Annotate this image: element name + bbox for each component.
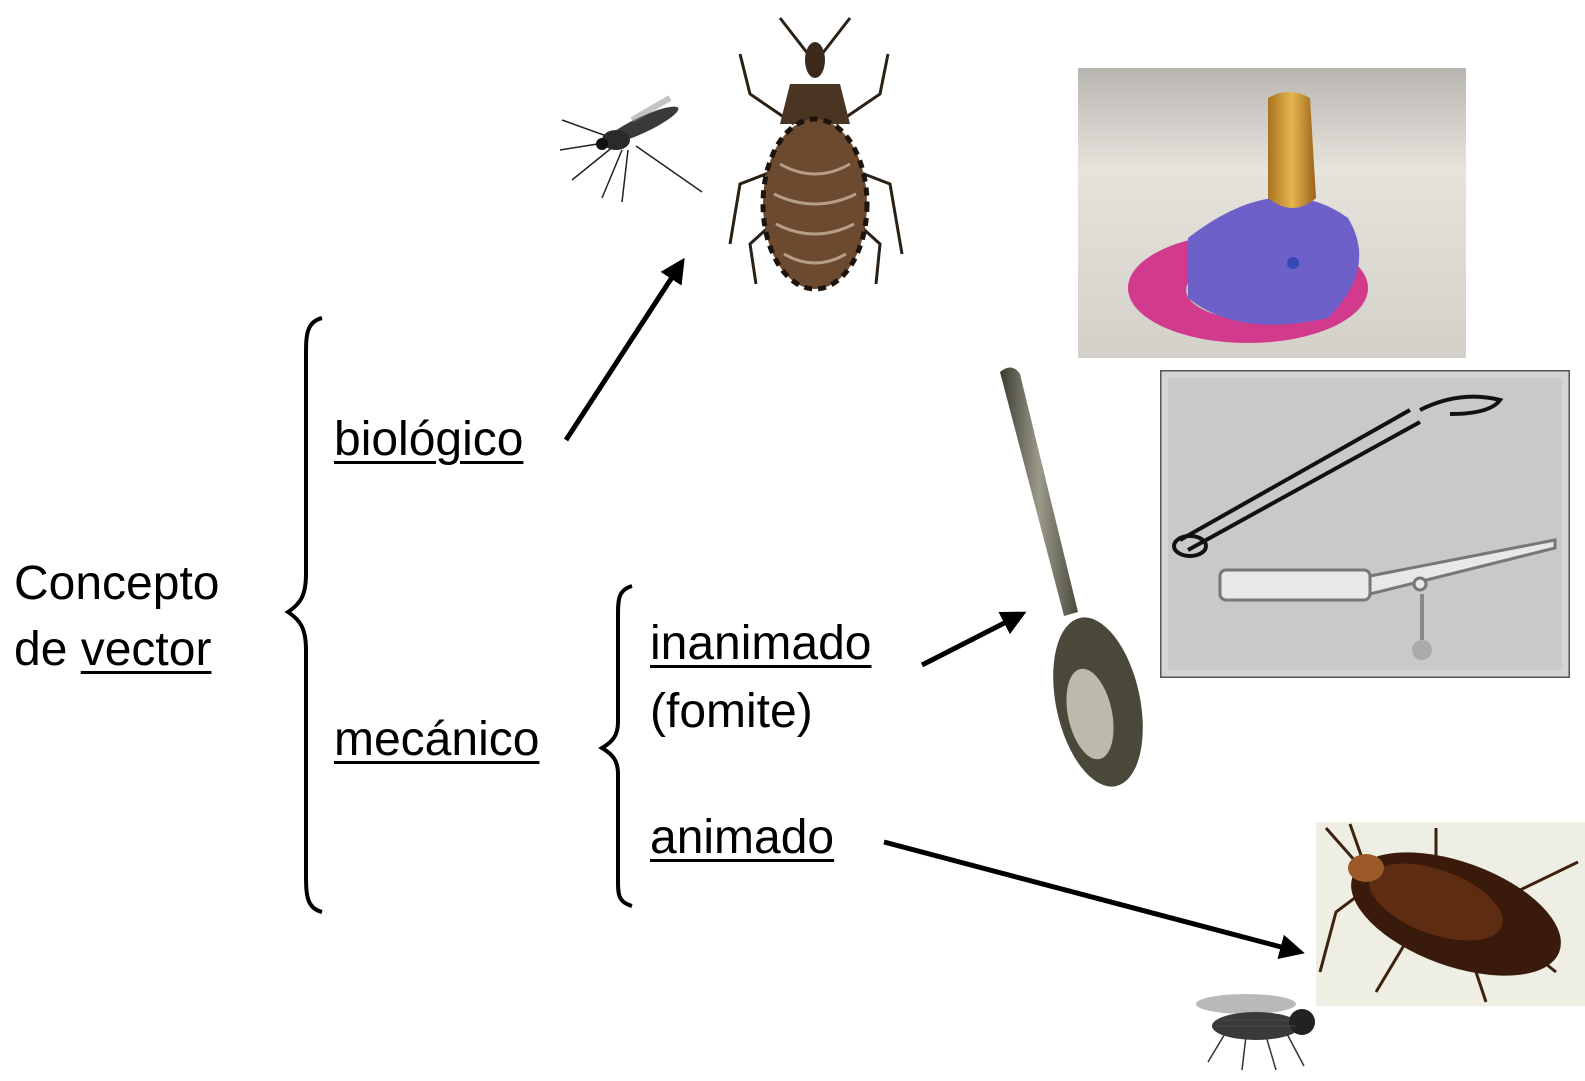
mosquito-image — [552, 80, 712, 210]
spoon-photo — [990, 362, 1170, 802]
main-brace — [288, 318, 322, 912]
housefly-image — [1186, 982, 1332, 1074]
arrow-animado — [884, 842, 1300, 952]
pacifier-photo — [1078, 68, 1466, 358]
surgical-instruments-photo — [1160, 370, 1570, 678]
triatomine-bug-image — [720, 14, 910, 294]
cockroach-photo — [1316, 822, 1585, 1006]
mechanical-brace — [602, 586, 632, 906]
arrow-biologico — [566, 262, 682, 440]
